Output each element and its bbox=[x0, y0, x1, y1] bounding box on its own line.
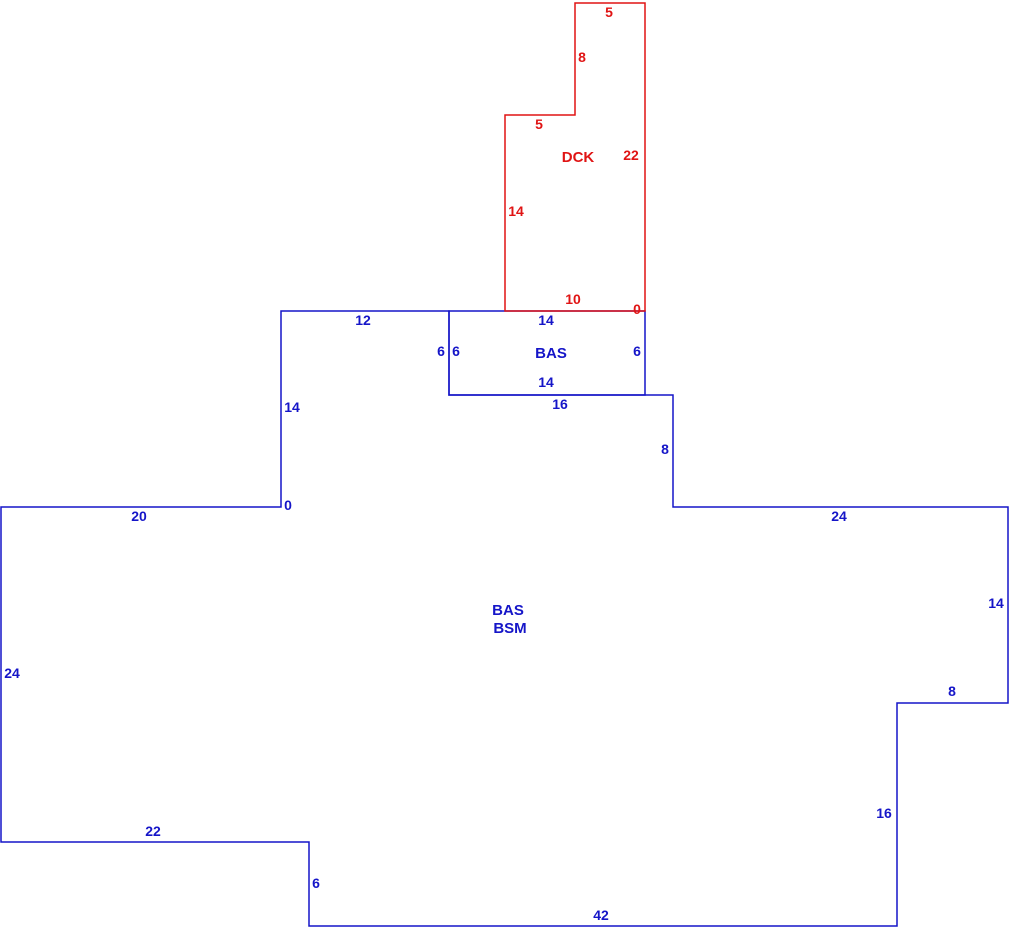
main-area-label-line2: BSM bbox=[493, 620, 526, 637]
dim-main-bottom-step: 6 bbox=[312, 875, 320, 891]
dim-deck-upper-left: 8 bbox=[578, 49, 586, 65]
dim-main-bottom: 42 bbox=[593, 907, 609, 923]
dim-deck-corner-zero: 0 bbox=[633, 301, 641, 317]
dim-deck-left: 14 bbox=[508, 203, 524, 219]
bump-area-label: BAS bbox=[535, 345, 567, 362]
deck-area-outline bbox=[504, 2, 646, 312]
dim-deck-top: 5 bbox=[605, 4, 613, 20]
dim-bump-bottom: 14 bbox=[538, 374, 554, 390]
dim-bump-top: 14 bbox=[538, 312, 554, 328]
dim-deck-right: 22 bbox=[623, 147, 639, 163]
dim-main-left-upper: 14 bbox=[284, 399, 300, 415]
dim-main-step-zero: 0 bbox=[284, 497, 292, 513]
dim-main-step-left: 20 bbox=[131, 508, 147, 524]
dim-main-top-left: 12 bbox=[355, 312, 371, 328]
dim-bump-left-outer: 6 bbox=[437, 343, 445, 359]
deck-area-label: DCK bbox=[562, 149, 595, 166]
dim-main-right-lower: 16 bbox=[876, 805, 892, 821]
dim-bump-right: 6 bbox=[633, 343, 641, 359]
dim-deck-bottom: 10 bbox=[565, 291, 581, 307]
dim-main-center-step-down: 8 bbox=[661, 441, 669, 457]
dim-main-right-top: 24 bbox=[831, 508, 847, 524]
dim-main-right-side: 14 bbox=[988, 595, 1004, 611]
dim-main-bottom-left: 22 bbox=[145, 823, 161, 839]
dim-deck-step: 5 bbox=[535, 116, 543, 132]
main-area-label-line1: BAS bbox=[492, 602, 524, 619]
dim-main-center-top: 16 bbox=[552, 396, 568, 412]
dim-main-left-side: 24 bbox=[4, 665, 20, 681]
dim-main-right-step: 8 bbox=[948, 683, 956, 699]
dim-bump-left-inner: 6 bbox=[452, 343, 460, 359]
